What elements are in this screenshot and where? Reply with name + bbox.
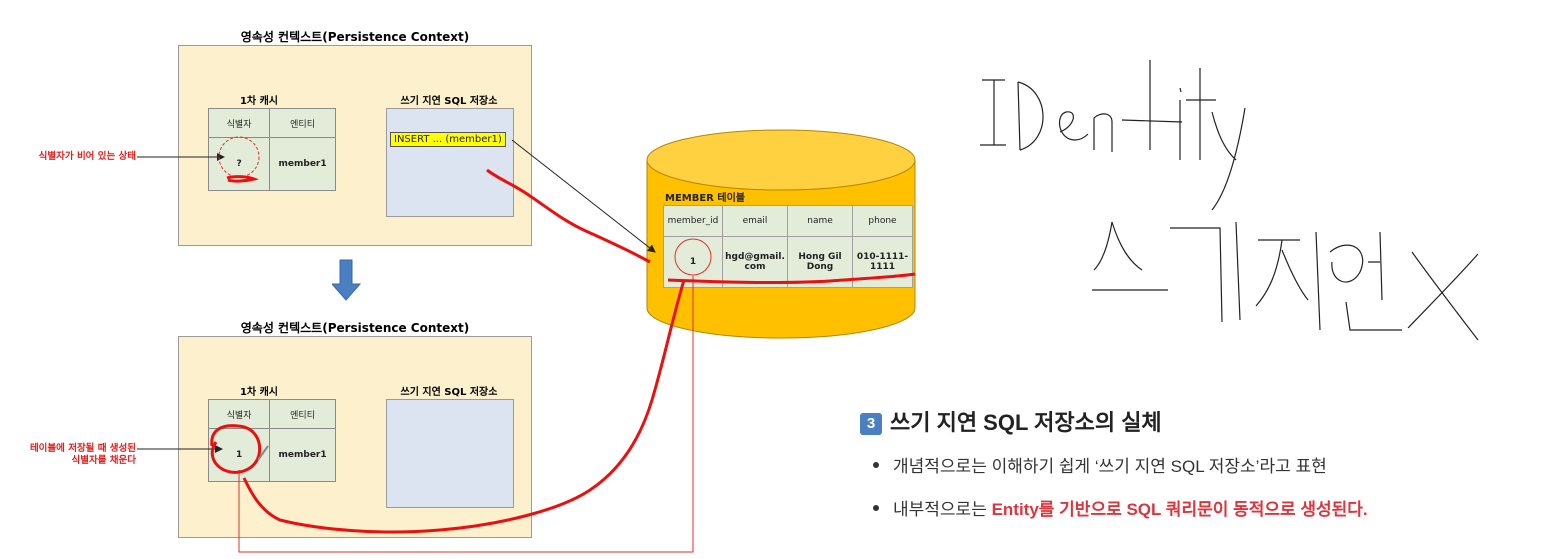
bullet-dot-icon	[873, 462, 879, 468]
handwriting-korean	[1092, 221, 1479, 341]
down-arrow-icon	[332, 259, 362, 301]
top-cache-title: 1차 캐시	[239, 96, 279, 107]
empty-id-scribble	[226, 175, 260, 183]
bullet-1-text: 개념적으로는 이해하기 쉽게 ‘쓰기 지연 SQL 저장소’라고 표현	[893, 457, 1327, 476]
insert-to-db-arrow	[511, 139, 656, 253]
note-filled-line2: 식별자를 채운다	[71, 455, 137, 466]
section-number-badge: 3	[860, 413, 882, 435]
insert-statement: INSERT ... (member1)	[390, 132, 506, 147]
section-title: 쓰기 지연 SQL 저장소의 실체	[890, 410, 1162, 435]
top-sql-store	[386, 108, 514, 217]
id-return-line	[238, 276, 694, 553]
member-col-email: email	[722, 205, 788, 237]
top-context-title: 영속성 컨텍스트(Persistence Context)	[240, 30, 470, 44]
note-filled-line1: 테이블에 저장될 때 생성된	[29, 443, 136, 454]
bottom-entity-cell: member1	[269, 428, 336, 482]
bottom-context-title: 영속성 컨텍스트(Persistence Context)	[240, 321, 470, 335]
bullet-dot-icon	[873, 505, 879, 511]
red-stroke-row-underline	[667, 272, 916, 285]
bottom-sql-store-title: 쓰기 지연 SQL 저장소	[400, 387, 498, 398]
member-col-id: member_id	[663, 205, 723, 237]
red-stroke-return	[242, 279, 686, 534]
bullet-1: 개념적으로는 이해하기 쉽게 ‘쓰기 지연 SQL 저장소’라고 표현	[873, 452, 1327, 477]
bottom-first-level-cache: 식별자 엔티티 1 member1	[207, 399, 336, 482]
red-stroke-insert	[486, 168, 651, 264]
handwriting-identity	[980, 60, 1246, 211]
member-table: member_id email name phone 1 hgd@gmail.c…	[663, 205, 913, 288]
empty-id-circle	[218, 136, 260, 178]
bottom-cache-title: 1차 캐시	[239, 387, 279, 398]
note-empty-identifier: 식별자가 비어 있는 상태	[38, 151, 136, 162]
db-id-circle	[674, 238, 712, 276]
bullet-2-highlight: Entity를 기반으로 SQL 쿼리문이 동적으로 생성된다.	[991, 500, 1368, 519]
section-heading: 3 쓰기 지연 SQL 저장소의 실체	[860, 405, 1162, 437]
bottom-persistence-context: 1차 캐시 식별자 엔티티 1 member1 쓰기 지연 SQL 저장소	[178, 336, 532, 538]
bottom-col-entity: 엔티티	[269, 399, 336, 429]
db-table-name: MEMBER 테이블	[665, 193, 745, 204]
filled-id-circle	[210, 424, 262, 474]
note-filled-identifier: 테이블에 저장될 때 생성된 식별자를 채운다	[0, 443, 136, 467]
top-entity-cell: member1	[269, 137, 336, 191]
top-sql-store-title: 쓰기 지연 SQL 저장소	[400, 96, 498, 107]
bottom-sql-store	[386, 399, 514, 508]
top-persistence-context: 1차 캐시 식별자 엔티티 ? member1 쓰기 지연 SQL 저장소 IN…	[178, 45, 532, 246]
bullet-2: 내부적으로는 Entity를 기반으로 SQL 쿼리문이 동적으로 생성된다.	[873, 495, 1368, 520]
bullet-2-prefix: 내부적으로는	[893, 500, 992, 519]
pen-mark	[257, 445, 269, 461]
